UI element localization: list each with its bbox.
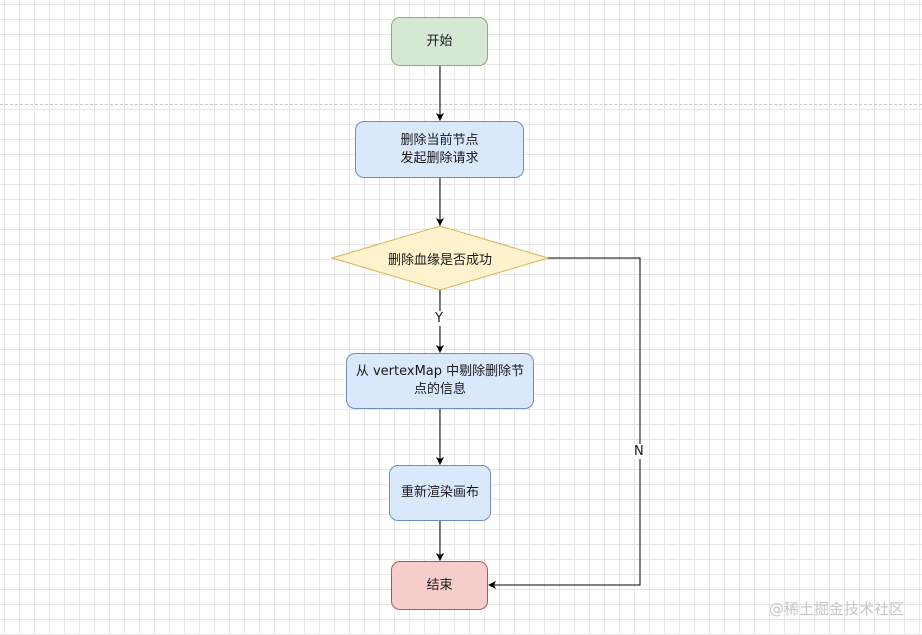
rerender-canvas-process[interactable]: 重新渲染画布 [389,465,491,521]
delete-node-process[interactable]: 删除当前节点 发起删除请求 [355,121,524,178]
edge-decision-no [488,257,641,589]
remove-vertex-process[interactable]: 从 vertexMap 中剔除删除节点的信息 [346,353,534,409]
decision-label: 删除血缘是否成功 [387,252,492,268]
end-node[interactable]: 结束 [391,561,488,610]
yes-edge-label: Y [433,311,445,326]
start-node[interactable]: 开始 [391,17,488,66]
no-edge-label: N [632,444,646,459]
watermark: @稀土掘金技术社区 [768,600,904,618]
page-break-line [0,104,922,105]
